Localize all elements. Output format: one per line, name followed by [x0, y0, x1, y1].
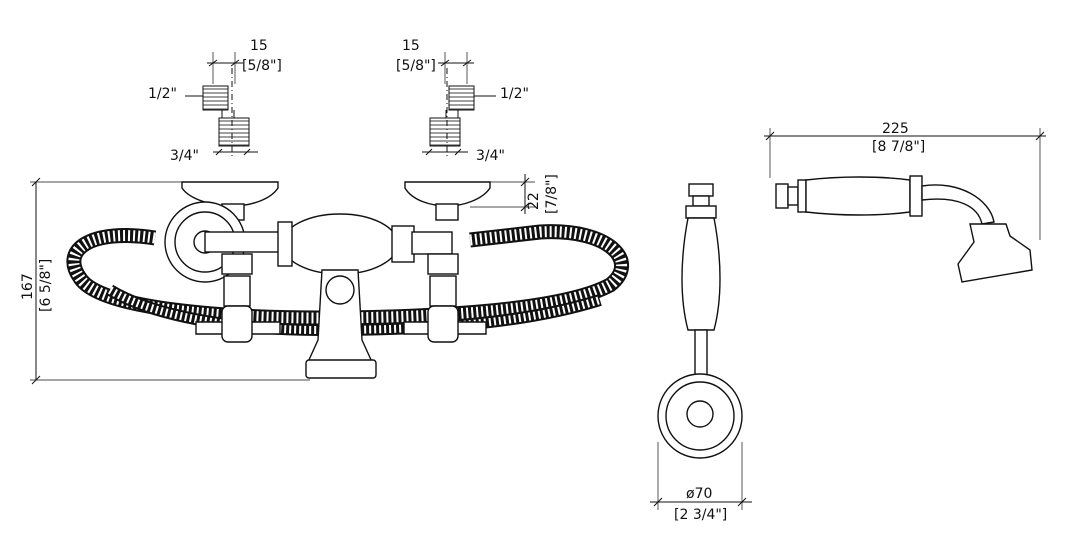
- hand-shower-length-inch: [8 7/8"]: [872, 139, 925, 155]
- flange-height-mm: 22: [526, 192, 542, 210]
- left-fitting-width-mm: 15: [250, 38, 268, 54]
- left-inlet-fitting: [185, 52, 258, 156]
- right-fitting-width-mm: 15: [402, 38, 420, 54]
- mixer-body: [164, 201, 487, 379]
- left-inlet-large-label: 3/4": [170, 148, 199, 164]
- right-inlet-large-label: 3/4": [476, 148, 505, 164]
- hand-shower-side-view: [764, 128, 1046, 283]
- overall-height-dimension-lines: [30, 177, 310, 385]
- hand-shower-bracket-view: [650, 183, 752, 510]
- overall-height-mm: 167: [20, 273, 36, 300]
- right-inlet-fitting: [422, 52, 496, 156]
- flange-height-dimension-lines: [470, 174, 535, 214]
- dimension-labels: 15 [5/8"] 15 [5/8"] 1/2" 3/4" 1/2" 3/4" …: [20, 38, 925, 523]
- left-fitting-width-inch: [5/8"]: [242, 58, 282, 74]
- hand-shower-length-mm: 225: [882, 121, 909, 137]
- bracket-diameter-mm: ø70: [686, 486, 712, 502]
- right-inlet-small-label: 1/2": [500, 86, 529, 102]
- bracket-diameter-inch: [2 3/4"]: [674, 507, 727, 523]
- overall-height-inch: [6 5/8"]: [38, 259, 54, 312]
- right-fitting-width-inch: [5/8"]: [396, 58, 436, 74]
- left-inlet-small-label: 1/2": [148, 86, 177, 102]
- flange-height-inch: [7/8"]: [544, 174, 560, 214]
